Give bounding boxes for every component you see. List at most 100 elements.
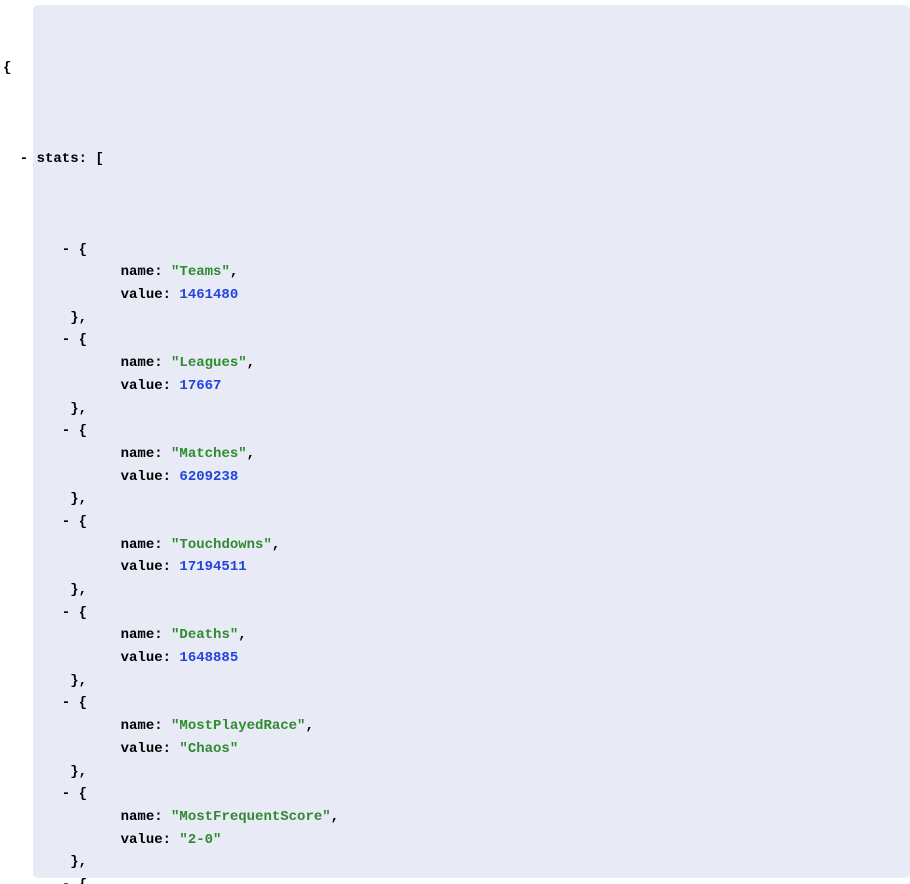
entry-value-line: value: 1648885 <box>3 647 910 670</box>
entry-open-line: -{ <box>3 239 910 262</box>
object-close-brace: }, <box>70 854 88 871</box>
value-string: "2-0" <box>179 831 222 848</box>
comma: , <box>238 627 247 644</box>
object-open-brace: { <box>78 332 87 349</box>
value-number: 1648885 <box>179 650 239 667</box>
entry-close-line: }, <box>3 851 910 874</box>
name-string-value: "MostFrequentScore" <box>171 808 331 825</box>
name-string-value: "Leagues" <box>171 355 247 372</box>
comma: , <box>246 445 256 462</box>
value-key: value: <box>120 377 180 394</box>
value-number: 17667 <box>179 377 222 394</box>
object-close-brace: }, <box>70 491 88 508</box>
entry-name-line: name: "Matches", <box>3 443 910 466</box>
value-number: 1461480 <box>179 287 239 304</box>
comma: , <box>246 355 256 372</box>
value-key: value: <box>120 831 180 848</box>
name-key: name: <box>120 627 172 644</box>
root-open-brace: { <box>3 60 12 77</box>
entry-close-line: }, <box>3 307 910 330</box>
entry-close-line: }, <box>3 670 910 693</box>
name-key: name: <box>120 445 172 462</box>
collapse-toggle-entry[interactable]: - <box>62 877 70 884</box>
object-close-brace: }, <box>70 763 88 780</box>
entry-open-line: -{ <box>3 783 910 806</box>
entry-value-line: value: "Chaos" <box>3 738 910 761</box>
stats-entry: -{name: "MostFrequentScore",value: "2-0"… <box>3 783 910 874</box>
stats-entry: -{name: "Teams",value: 1461480}, <box>3 239 910 330</box>
entry-close-line: }, <box>3 761 910 784</box>
comma: , <box>271 536 281 553</box>
collapse-toggle-entry[interactable]: - <box>61 332 71 349</box>
collapse-toggle-entry[interactable]: - <box>61 241 71 258</box>
stats-array: -{name: "Teams",value: 1461480},-{name: … <box>3 239 910 884</box>
entry-open-line: -{ <box>3 602 910 625</box>
value-number: 6209238 <box>179 468 239 485</box>
object-close-brace: }, <box>70 582 88 599</box>
entry-value-line: value: 17667 <box>3 375 910 398</box>
entry-close-line: }, <box>3 398 910 421</box>
name-string-value: "Touchdowns" <box>171 536 272 553</box>
comma: , <box>229 264 239 281</box>
collapse-toggle-entry[interactable]: - <box>61 513 71 530</box>
object-open-brace: { <box>78 604 87 621</box>
entry-value-line: value: 1461480 <box>3 284 910 307</box>
object-close-brace: }, <box>70 400 88 417</box>
entry-open-line: -{ <box>3 329 910 352</box>
object-open-brace: { <box>78 695 87 712</box>
entry-name-line: name: "Touchdowns", <box>3 534 910 557</box>
stats-entry: -{name: "Touchdowns",value: 17194511}, <box>3 511 910 602</box>
stats-entry: -{name: "Deaths",value: 1648885}, <box>3 602 910 693</box>
stats-open-bracket: : [ <box>78 150 104 167</box>
object-open-brace: { <box>78 241 87 258</box>
entry-value-line: value: "2-0" <box>3 829 910 852</box>
value-string: "Chaos" <box>179 740 239 757</box>
object-close-brace: }, <box>70 672 88 689</box>
name-string-value: "Deaths" <box>171 627 239 644</box>
object-open-brace: { <box>78 786 87 803</box>
collapse-toggle-entry[interactable]: - <box>61 423 71 440</box>
selection-highlight <box>33 5 910 878</box>
entry-open-line: -{ <box>3 874 910 884</box>
root-open-line: { <box>3 57 910 80</box>
object-close-brace: }, <box>70 309 88 326</box>
entry-close-line: }, <box>3 488 910 511</box>
stats-key: stats <box>36 150 79 167</box>
name-key: name: <box>120 536 172 553</box>
name-key: name: <box>120 808 172 825</box>
stats-entry: -{name: "Leagues",value: 17667}, <box>3 329 910 420</box>
collapse-toggle-stats[interactable]: - <box>19 150 29 167</box>
object-open-brace: { <box>78 513 87 530</box>
value-key: value: <box>120 740 180 757</box>
comma: , <box>330 808 340 825</box>
entry-name-line: name: "MostPlayedRace", <box>3 715 910 738</box>
stats-entry: -{name: "Matches",value: 6209238}, <box>3 420 910 511</box>
name-string-value: "Matches" <box>171 445 247 462</box>
entry-value-line: value: 17194511 <box>3 556 910 579</box>
name-string-value: "MostPlayedRace" <box>171 718 306 735</box>
entry-value-line: value: 6209238 <box>3 466 910 489</box>
name-string-value: "Teams" <box>171 264 230 281</box>
collapse-toggle-entry[interactable]: - <box>61 695 71 712</box>
entry-name-line: name: "Deaths", <box>3 624 910 647</box>
stats-entry: -{name: "AverageMatchDuration",value: "0… <box>3 874 910 884</box>
value-key: value: <box>120 468 180 485</box>
value-number: 17194511 <box>179 559 247 576</box>
value-key: value: <box>120 650 180 667</box>
value-key: value: <box>120 287 180 304</box>
entry-open-line: -{ <box>3 420 910 443</box>
object-open-brace: { <box>78 423 87 440</box>
name-key: name: <box>120 718 172 735</box>
collapse-toggle-entry[interactable]: - <box>61 604 71 621</box>
entry-name-line: name: "Leagues", <box>3 352 910 375</box>
collapse-toggle-entry[interactable]: - <box>61 786 71 803</box>
stats-open-line: -stats: [ <box>3 148 910 171</box>
name-key: name: <box>120 264 172 281</box>
comma: , <box>305 718 314 735</box>
entry-name-line: name: "Teams", <box>3 261 910 284</box>
entry-open-line: -{ <box>3 692 910 715</box>
object-open-brace: { <box>79 877 87 884</box>
entry-name-line: name: "MostFrequentScore", <box>3 806 910 829</box>
